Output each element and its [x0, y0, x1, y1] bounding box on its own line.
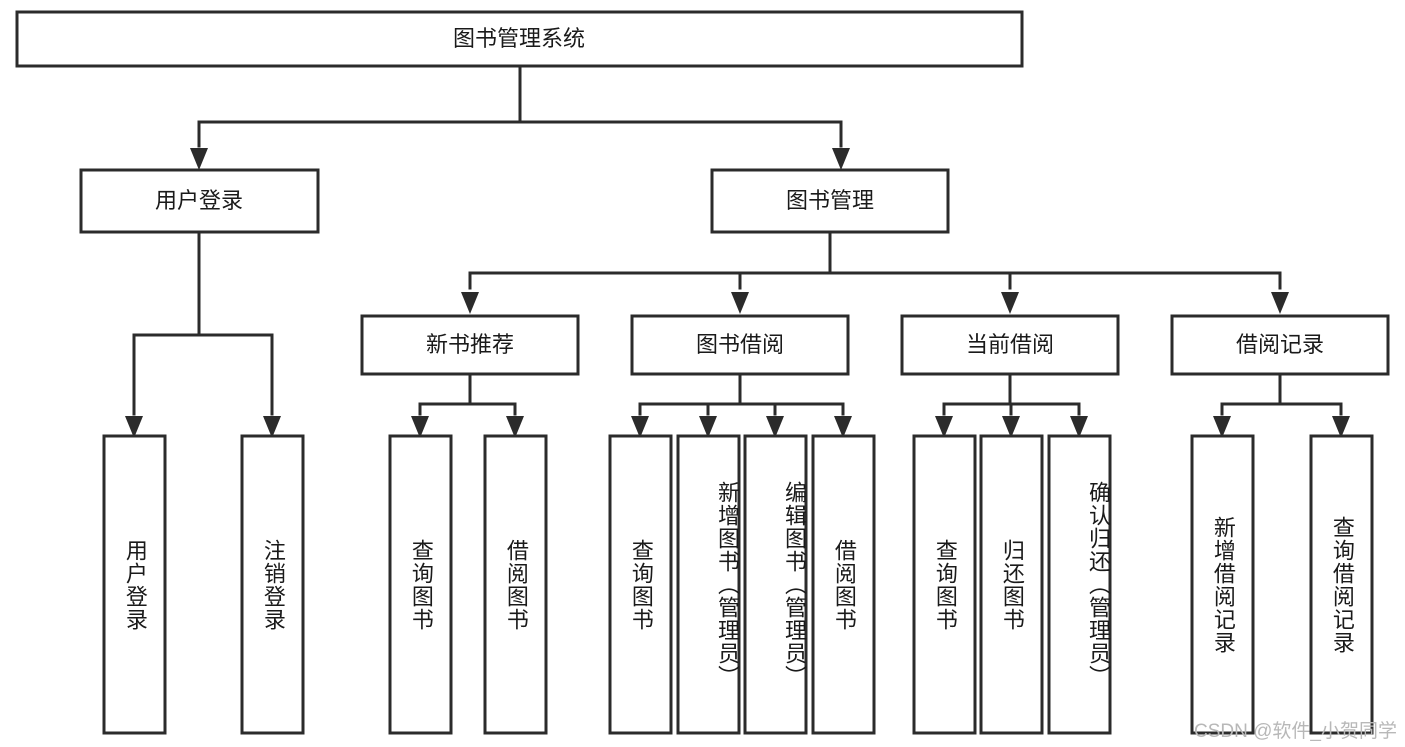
connector-bookmanage-to-level3	[461, 230, 1289, 314]
node-box-leaf-add-book[interactable]	[676, 434, 741, 735]
connector-root-to-level2	[190, 64, 850, 170]
node-box-leaf-query-book-1[interactable]	[388, 434, 453, 735]
label-root: 图书管理系统	[453, 26, 585, 51]
node-box-leaf-query-book-3[interactable]	[912, 434, 977, 735]
node-box-root[interactable]	[15, 10, 1024, 68]
node-box-book-borrow[interactable]	[630, 314, 850, 376]
arrow-icon	[461, 292, 479, 314]
arrow-icon	[832, 148, 850, 170]
arrow-icon	[190, 148, 208, 170]
connector-borrowrecord-to-leaves	[1213, 372, 1350, 438]
node-box-leaf-borrow-book-1[interactable]	[483, 434, 548, 735]
connector-bookborrow-to-leaves	[631, 372, 852, 438]
node-box-borrow-record[interactable]	[1170, 314, 1390, 376]
node-box-leaf-borrow-book-2[interactable]	[811, 434, 876, 735]
node-box-leaf-query-book-2[interactable]	[608, 434, 673, 735]
arrow-icon	[1271, 292, 1289, 314]
node-box-leaf-return-book[interactable]	[979, 434, 1044, 735]
label-new-book-recommend: 新书推荐	[426, 332, 514, 357]
watermark-text: CSDN @软件_小贺同学	[1194, 721, 1397, 742]
node-box-book-manage[interactable]	[710, 168, 950, 234]
node-box-leaf-confirm-return[interactable]	[1047, 434, 1112, 735]
node-box-current-borrow[interactable]	[900, 314, 1120, 376]
node-box-user-login[interactable]	[79, 168, 320, 234]
connector-newbook-to-leaves	[411, 372, 524, 438]
label-borrow-record: 借阅记录	[1236, 332, 1324, 357]
node-box-leaf-logout-login[interactable]	[240, 434, 305, 735]
node-box-leaf-query-record[interactable]	[1309, 434, 1374, 735]
node-box-leaf-user-login[interactable]	[102, 434, 167, 735]
label-book-manage: 图书管理	[786, 188, 874, 213]
node-box-leaf-add-record[interactable]	[1190, 434, 1255, 735]
node-box-new-book-recommend[interactable]	[360, 314, 580, 376]
node-box-leaf-edit-book[interactable]	[743, 434, 808, 735]
label-book-borrow: 图书借阅	[696, 332, 784, 357]
label-current-borrow: 当前借阅	[966, 332, 1054, 357]
connector-currentborrow-to-leaves	[935, 372, 1088, 438]
arrow-icon	[1001, 292, 1019, 314]
connector-userlogin-to-leaves	[125, 230, 281, 438]
arrow-icon	[731, 292, 749, 314]
label-user-login: 用户登录	[155, 188, 243, 213]
